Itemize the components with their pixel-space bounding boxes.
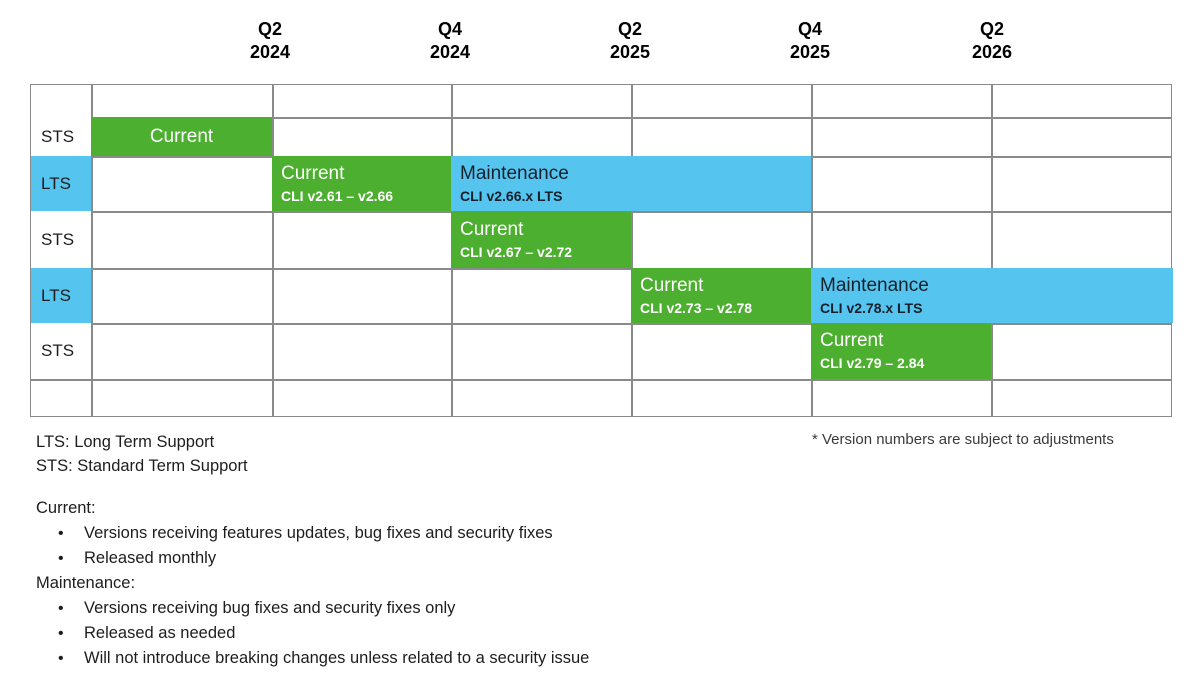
year-text: 2025 bbox=[609, 42, 651, 63]
bar-version-label: CLI v2.78.x LTS bbox=[820, 299, 923, 316]
bar-phase-label: Current bbox=[281, 162, 345, 184]
timeline-bar-current[interactable]: Current bbox=[91, 117, 272, 156]
bullet-text: Versions receiving bug fixes and securit… bbox=[84, 599, 456, 617]
bullet-text: Released as needed bbox=[84, 624, 236, 642]
year-text: 2026 bbox=[971, 42, 1013, 63]
year-text: 2024 bbox=[249, 42, 291, 63]
current-bullet-list: • Versions receiving features updates, bu… bbox=[36, 521, 796, 571]
grid-column-separator bbox=[991, 85, 993, 416]
bullet-text: Versions receiving features updates, bug… bbox=[84, 524, 553, 542]
timeline-header: Q2 2024 Q4 2024 Q2 2025 Q4 2025 Q2 2026 bbox=[0, 0, 1200, 84]
quarter-text: Q2 bbox=[257, 19, 282, 39]
bullet-item: • Will not introduce breaking changes unl… bbox=[58, 646, 796, 671]
bar-phase-label: Current bbox=[640, 274, 704, 296]
definition-lts: LTS: Long Term Support bbox=[36, 433, 215, 451]
row-label-sts: STS bbox=[31, 323, 91, 379]
bar-phase-label: Current bbox=[460, 218, 524, 240]
grid-column-separator bbox=[811, 85, 813, 416]
bullet-dot-icon: • bbox=[58, 550, 64, 567]
quarter-text: Q4 bbox=[437, 19, 462, 39]
bullet-dot-icon: • bbox=[58, 600, 64, 617]
bullet-item: • Released as needed bbox=[58, 621, 796, 646]
row-label-lts: LTS bbox=[31, 156, 91, 211]
row-label-text: LTS bbox=[41, 173, 71, 193]
bar-version-label: CLI v2.61 – v2.66 bbox=[281, 187, 394, 204]
timeline-column-header: Q2 2026 bbox=[932, 18, 1052, 64]
row-label-text: STS bbox=[41, 229, 75, 249]
bullet-text: Will not introduce breaking changes unle… bbox=[84, 649, 590, 667]
grid-column-separator bbox=[91, 85, 93, 416]
maintenance-section-heading: Maintenance: bbox=[36, 574, 136, 592]
definition-sts: STS: Standard Term Support bbox=[36, 457, 248, 475]
definitions-block: LTS: Long Term Support STS: Standard Ter… bbox=[36, 430, 796, 671]
quarter-text: Q4 bbox=[797, 19, 822, 39]
bar-version-label: CLI v2.67 – v2.72 bbox=[460, 243, 573, 260]
bullet-text: Released monthly bbox=[84, 549, 217, 567]
grid-row-separator bbox=[31, 379, 1171, 381]
footnote-version-disclaimer: * Version numbers are subject to adjustm… bbox=[812, 431, 1114, 448]
maintenance-bullet-list: • Versions receiving bug fixes and securi… bbox=[36, 596, 796, 671]
bar-version-label: CLI v2.79 – 2.84 bbox=[820, 354, 925, 371]
timeline-column-header: Q4 2024 bbox=[390, 18, 510, 64]
bullet-item: • Versions receiving bug fixes and securi… bbox=[58, 596, 796, 621]
row-label-sts: STS bbox=[31, 211, 91, 268]
year-text: 2025 bbox=[789, 42, 831, 63]
bar-phase-label: Maintenance bbox=[460, 162, 569, 184]
current-section-heading: Current: bbox=[36, 499, 96, 517]
bullet-dot-icon: • bbox=[58, 625, 64, 642]
grid-row-separator bbox=[31, 117, 1171, 119]
bullet-dot-icon: • bbox=[58, 525, 64, 542]
row-label-lts: LTS bbox=[31, 268, 91, 323]
bar-phase-label: Current bbox=[820, 329, 884, 351]
grid-column-separator bbox=[631, 85, 633, 416]
row-label-sts: STS bbox=[31, 117, 91, 156]
bar-content: Current bbox=[91, 125, 272, 147]
timeline-column-header: Q4 2025 bbox=[750, 18, 870, 64]
timeline-column-header: Q2 2025 bbox=[570, 18, 690, 64]
spacer bbox=[36, 478, 796, 496]
grid-row-separator bbox=[31, 323, 1171, 325]
year-text: 2024 bbox=[429, 42, 471, 63]
grid-column-separator bbox=[272, 85, 274, 416]
bullet-dot-icon: • bbox=[58, 650, 64, 667]
quarter-text: Q2 bbox=[617, 19, 642, 39]
quarter-text: Q2 bbox=[979, 19, 1004, 39]
row-label-text: STS bbox=[41, 126, 75, 146]
bar-version-label: CLI v2.66.x LTS bbox=[460, 187, 563, 204]
row-label-text: LTS bbox=[41, 285, 71, 305]
timeline-column-header: Q2 2024 bbox=[210, 18, 330, 64]
bar-phase-label: Maintenance bbox=[820, 274, 929, 296]
bullet-item: • Released monthly bbox=[58, 546, 796, 571]
grid-row-separator bbox=[31, 268, 1171, 270]
row-label-text: STS bbox=[41, 341, 75, 360]
bullet-item: • Versions receiving features updates, bu… bbox=[58, 521, 796, 546]
bar-version-label: CLI v2.73 – v2.78 bbox=[640, 299, 753, 316]
bar-phase-label: Current bbox=[149, 125, 214, 147]
